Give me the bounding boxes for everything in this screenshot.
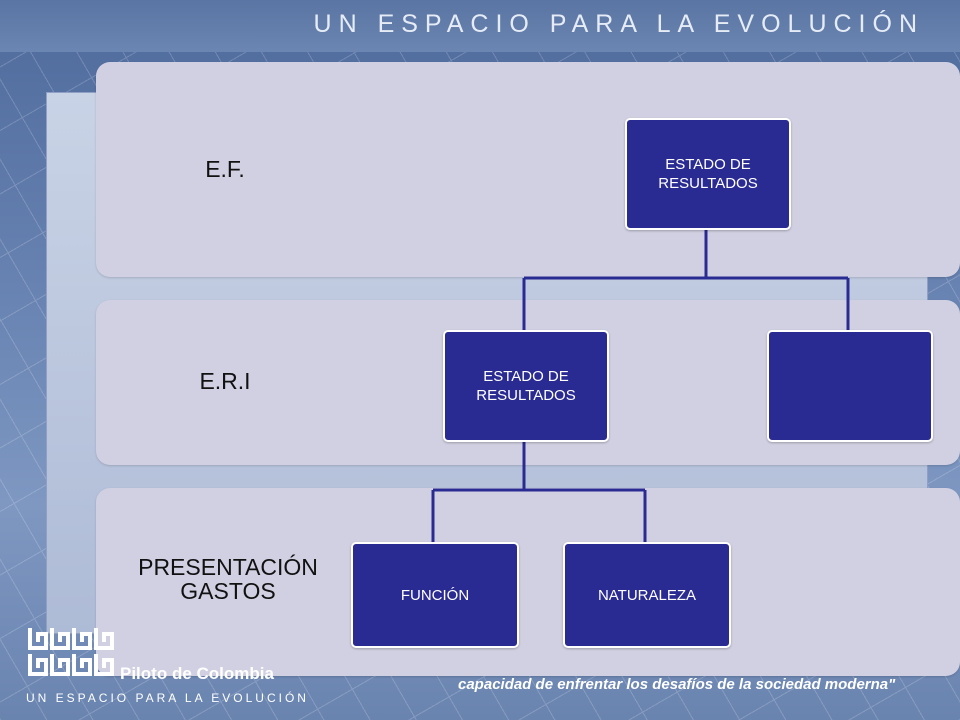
node-funcion: FUNCIÓN (351, 542, 519, 648)
node-mid-line2: RESULTADOS (476, 387, 576, 404)
university-logo-icon (28, 628, 114, 676)
label-gastos: PRESENTACIÓN GASTOS (108, 555, 348, 603)
node-naturaleza-text: NATURALEZA (597, 586, 697, 604)
logo-brand-name: Piloto de Colombia (120, 664, 274, 683)
node-estado-resultados-root: ESTADO DE RESULTADOS (625, 118, 791, 230)
node-mid-line1: ESTADO DE (483, 368, 569, 385)
footer-slogan: capacidad de enfrentar los desafíos de l… (458, 676, 896, 693)
node-blank (767, 330, 933, 442)
node-root-line2: RESULTADOS (658, 175, 758, 192)
label-gastos-line2: GASTOS (180, 578, 276, 604)
header-band (0, 0, 960, 52)
band-ef (96, 62, 960, 277)
node-root-line1: ESTADO DE (665, 156, 751, 173)
logo-tagline: UN ESPACIO PARA LA EVOLUCIÓN (26, 691, 309, 705)
band-gastos (96, 488, 960, 676)
node-naturaleza: NATURALEZA (563, 542, 731, 648)
node-estado-resultados-child: ESTADO DE RESULTADOS (443, 330, 609, 442)
node-funcion-text: FUNCIÓN (400, 586, 470, 604)
label-ef: E.F. (205, 156, 245, 182)
header-title: UN ESPACIO PARA LA EVOLUCIÓN (313, 10, 924, 38)
label-eri: E.R.I (199, 368, 251, 394)
label-gastos-line1: PRESENTACIÓN (138, 554, 318, 580)
